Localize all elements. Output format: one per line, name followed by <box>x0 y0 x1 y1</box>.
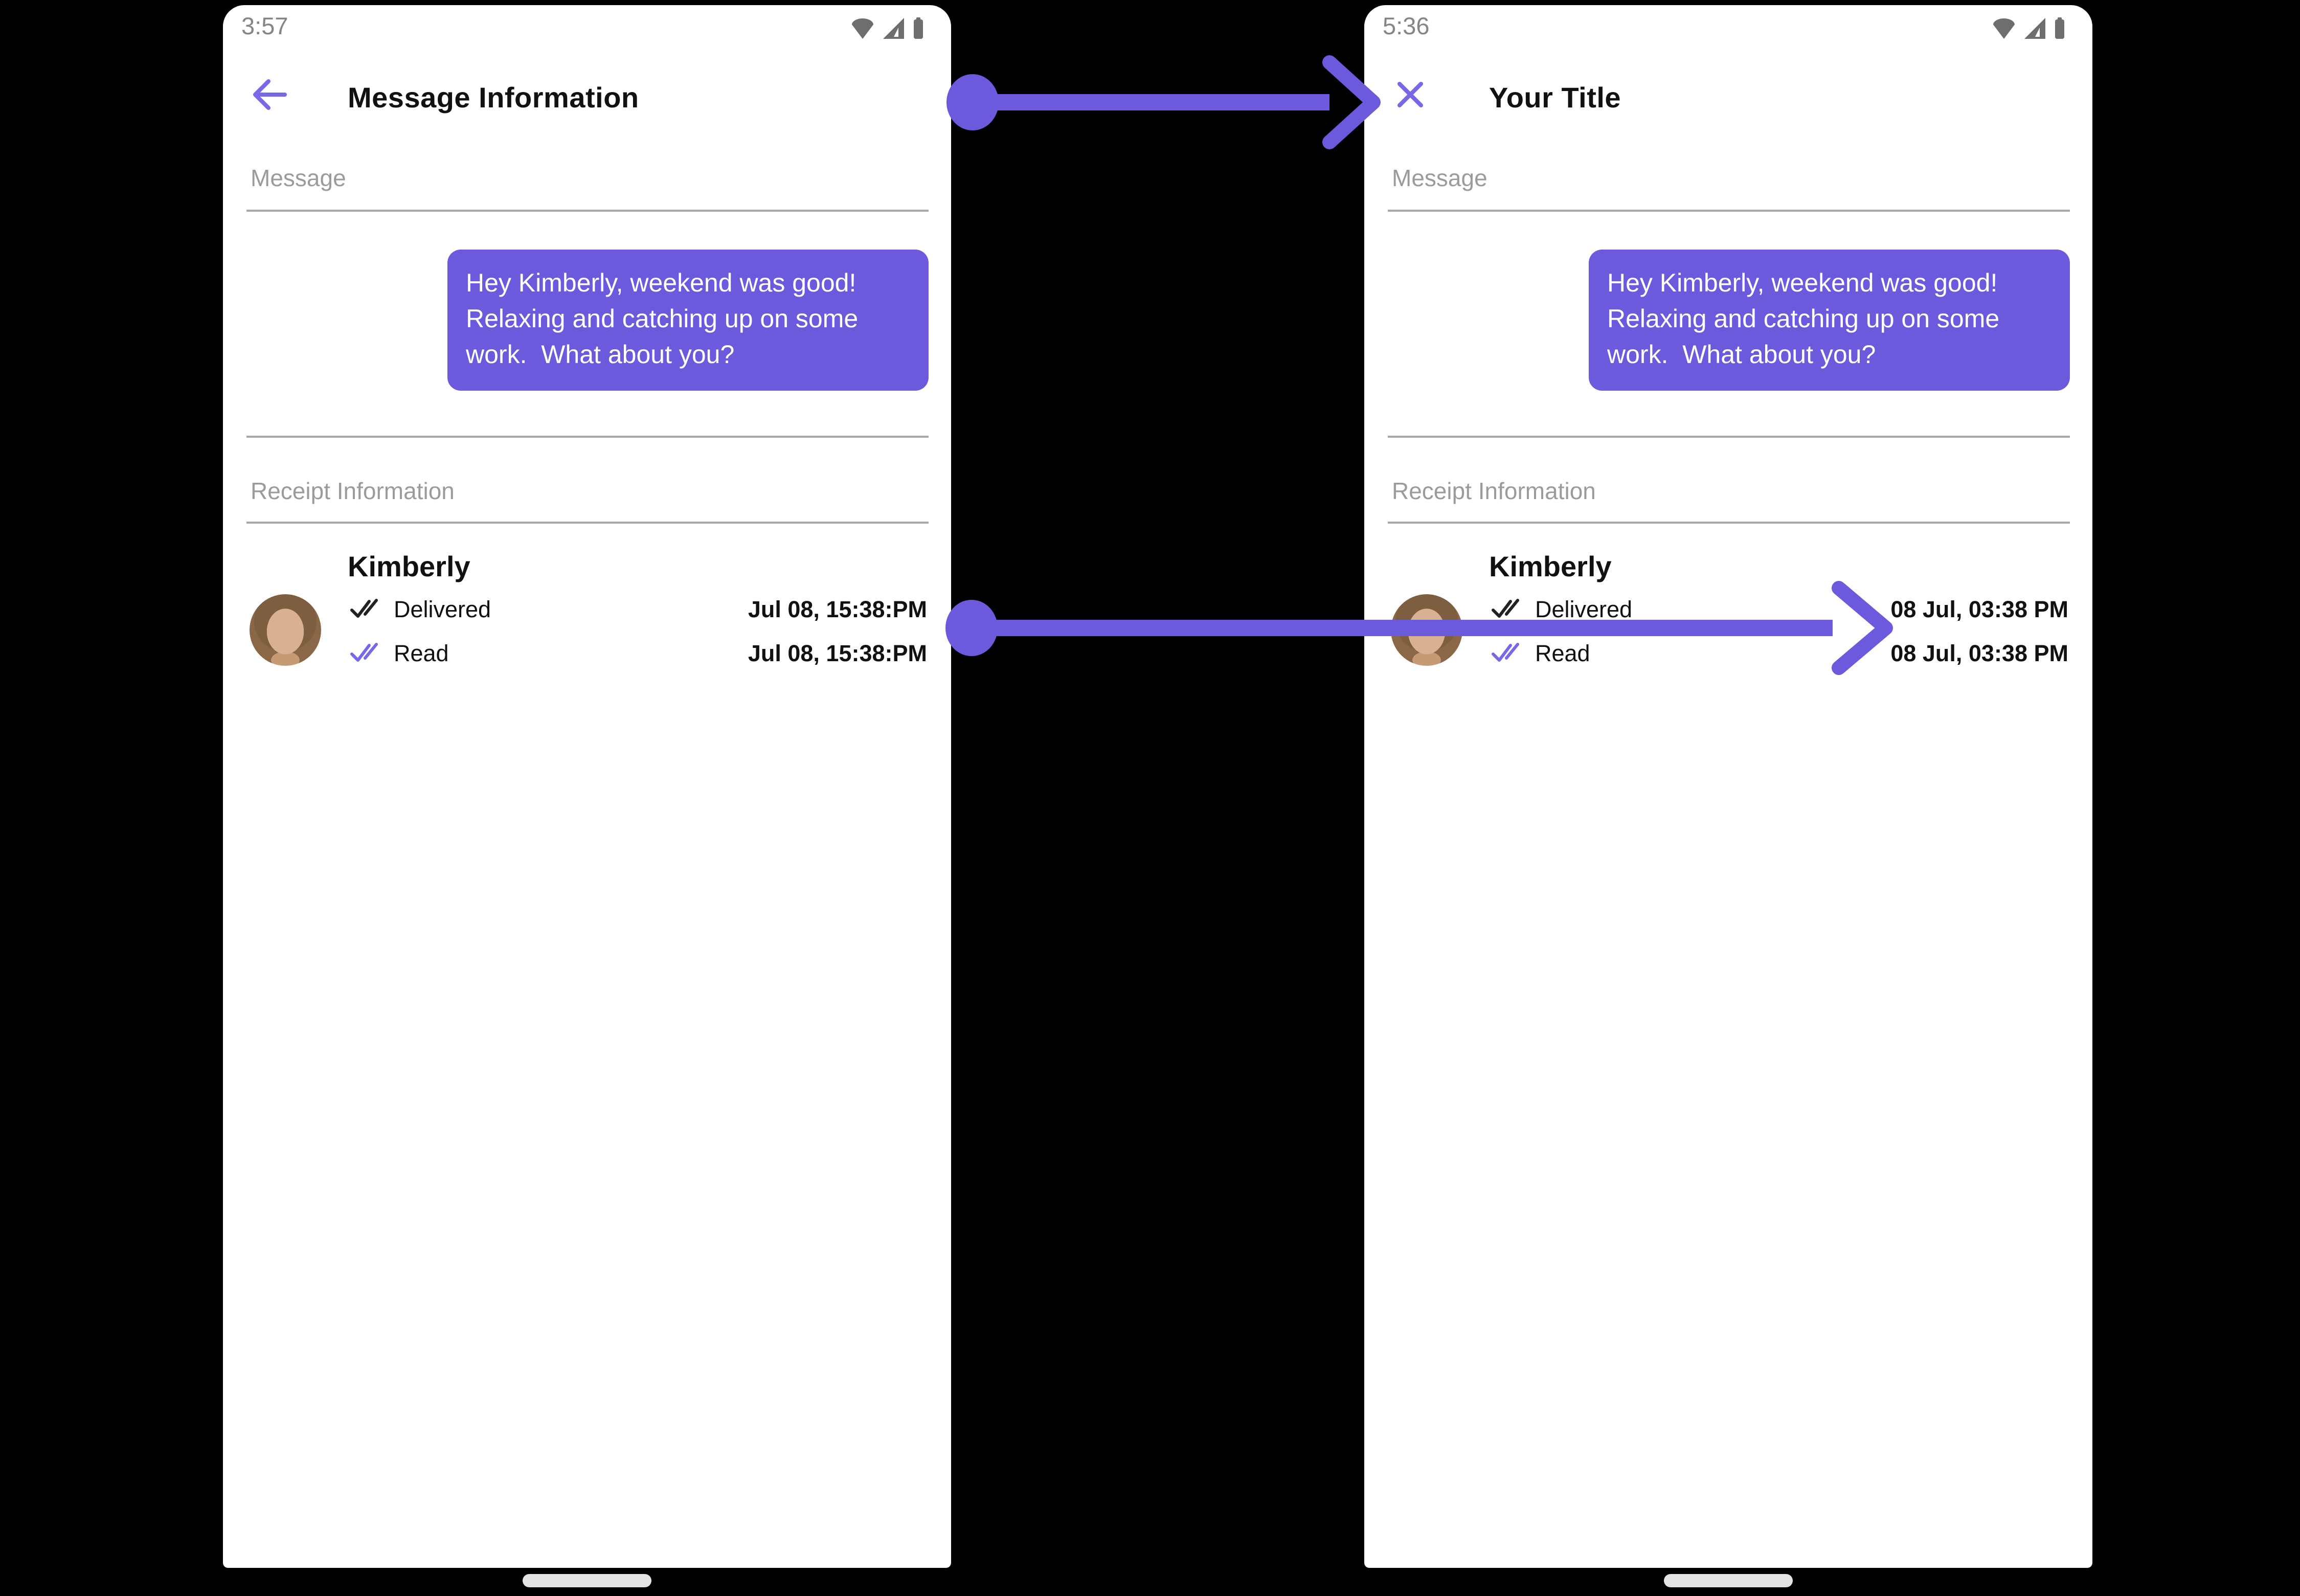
status-bar: 5:36 <box>1383 11 2066 44</box>
delivered-label: Delivered <box>1535 596 1633 622</box>
avatar <box>250 594 321 666</box>
receipt-row-read: Read Jul 08, 15:38:PM <box>223 635 927 670</box>
status-time: 3:57 <box>241 12 288 39</box>
receipt-section-label: Receipt Information <box>251 478 455 504</box>
home-indicator[interactable] <box>1664 1574 1793 1587</box>
divider <box>1388 522 2070 524</box>
message-bubble: Hey Kimberly, weekend was good! Relaxing… <box>447 250 929 391</box>
receipt-row-delivered: Delivered 08 Jul, 03:38 PM <box>1364 591 2068 626</box>
home-indicator[interactable] <box>523 1574 651 1587</box>
page-title: Your Title <box>1489 81 1621 114</box>
message-section-label: Message <box>1392 165 1487 191</box>
right-phone-screen: 5:36 <box>1364 5 2092 1568</box>
divider <box>246 210 929 212</box>
read-label: Read <box>394 640 449 666</box>
cell-signal-icon <box>2023 16 2046 40</box>
double-check-icon <box>1491 642 1521 663</box>
contact-name: Kimberly <box>1489 550 1612 582</box>
battery-icon <box>2054 16 2066 40</box>
status-icons <box>851 16 924 40</box>
page-title: Message Information <box>348 81 639 114</box>
read-label: Read <box>1535 640 1590 666</box>
divider <box>1388 436 2070 438</box>
message-bubble: Hey Kimberly, weekend was good! Relaxing… <box>1589 250 2070 391</box>
receipt-row-read: Read 08 Jul, 03:38 PM <box>1364 635 2068 670</box>
read-timestamp: Jul 08, 15:38:PM <box>748 640 927 666</box>
wifi-icon <box>851 16 874 40</box>
back-arrow-icon <box>249 75 289 116</box>
close-button[interactable] <box>1386 71 1435 120</box>
contact-name: Kimberly <box>348 550 470 582</box>
cell-signal-icon <box>882 16 905 40</box>
title-mapping-arrow <box>946 55 1381 149</box>
double-check-icon <box>1491 598 1521 619</box>
status-time: 5:36 <box>1383 12 1430 39</box>
left-phone-screen: 3:57 <box>223 5 951 1568</box>
delivered-timestamp: Jul 08, 15:38:PM <box>748 596 927 622</box>
divider <box>1388 210 2070 212</box>
close-icon <box>1393 78 1427 113</box>
delivered-label: Delivered <box>394 596 491 622</box>
double-check-icon <box>350 642 379 663</box>
status-bar: 3:57 <box>241 11 924 44</box>
double-check-icon <box>350 598 379 619</box>
divider <box>246 436 929 438</box>
divider <box>246 522 929 524</box>
message-section-label: Message <box>251 165 346 191</box>
read-timestamp: 08 Jul, 03:38 PM <box>1890 640 2068 666</box>
delivered-timestamp: 08 Jul, 03:38 PM <box>1890 596 2068 622</box>
battery-icon <box>912 16 924 40</box>
status-icons <box>1992 16 2066 40</box>
receipt-row-delivered: Delivered Jul 08, 15:38:PM <box>223 591 927 626</box>
receipt-section-label: Receipt Information <box>1392 478 1596 504</box>
back-button[interactable] <box>244 71 294 120</box>
wifi-icon <box>1992 16 2016 40</box>
